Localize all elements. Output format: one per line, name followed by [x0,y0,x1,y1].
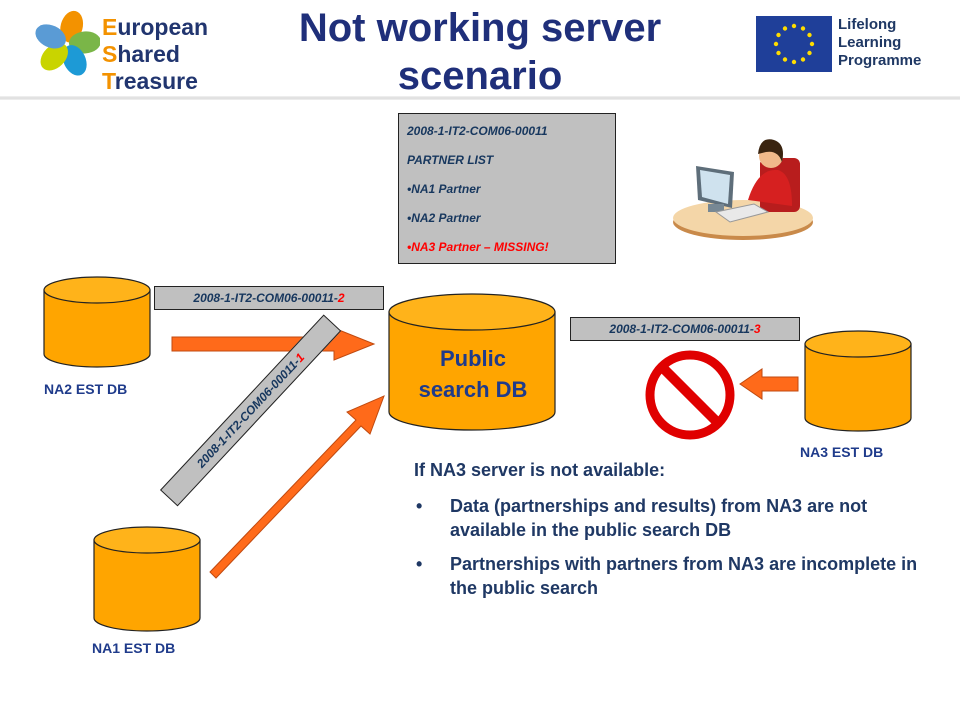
explanation-bullet: Partnerships with partners from NA3 are … [416,552,934,600]
partner-list-box: 2008-1-IT2-COM06-00011 PARTNER LIST •NA1… [398,113,616,264]
arrow-na1-to-public [209,395,385,579]
partner-project-id: 2008-1-IT2-COM06-00011 [407,124,548,138]
na1-database-label: NA1 EST DB [92,640,176,656]
european-shared-treasure-logo-icon [35,10,100,76]
explanation-bullet: Data (partnerships and results) from NA3… [416,494,934,542]
page-title: Not working server scenario [298,6,662,98]
na2-database-icon [43,276,151,368]
na3-database-icon [804,330,912,432]
person-at-computer-icon [673,139,813,240]
partner-list-heading: PARTNER LIST [407,153,494,167]
arrow-na3-to-blocked [739,368,799,400]
na2-database-label: NA2 EST DB [44,381,128,397]
header-divider [0,96,960,100]
explanation-list: Data (partnerships and results) from NA3… [414,494,934,600]
explanation-text: If NA3 server is not available: Data (pa… [414,458,934,610]
partner-item: •NA2 Partner [407,211,481,225]
public-search-database-icon [388,293,556,431]
tag-na3-record: 2008-1-IT2-COM06-00011-3 [570,317,800,341]
na1-database-icon [93,526,201,632]
na3-database-label: NA3 EST DB [800,444,884,460]
logo-text: European Shared Treasure [102,14,209,94]
lifelong-learning-logo-text: Lifelong Learning Programme [838,16,922,69]
explanation-heading: If NA3 server is not available: [414,460,666,480]
tag-na2-record: 2008-1-IT2-COM06-00011-2 [154,286,384,310]
public-database-label: Public search DB [418,346,528,402]
arrow-na2-to-public [171,327,376,361]
eu-flag-icon [756,16,832,72]
partner-item: •NA1 Partner [407,182,481,196]
no-entry-icon [645,350,735,440]
partner-item-missing: •NA3 Partner – MISSING! [407,240,549,254]
